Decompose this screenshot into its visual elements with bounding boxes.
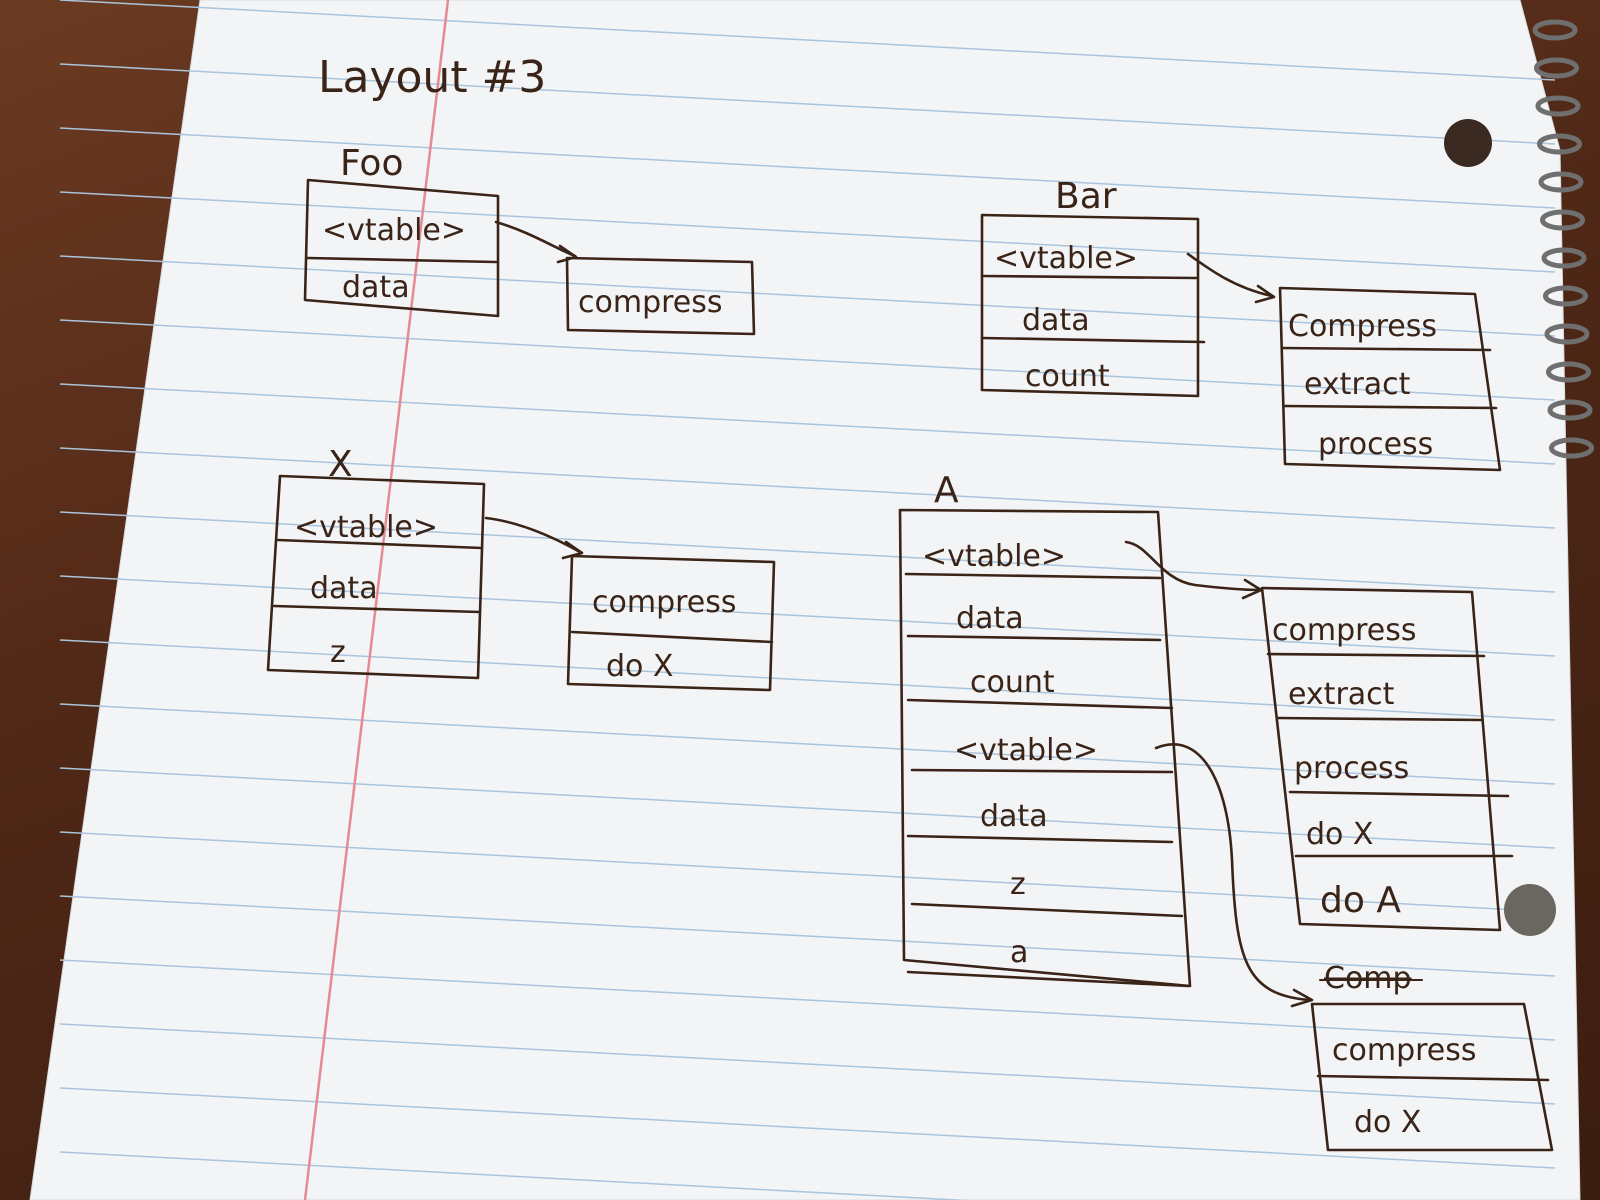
spiral-coil-icon	[1537, 133, 1582, 155]
struct-field: <vtable>	[922, 539, 1066, 574]
rule-line	[59, 0, 1556, 81]
struct-field: count	[1025, 359, 1110, 394]
spiral-coil-icon	[1543, 285, 1588, 307]
struct-label-bar: Bar	[1055, 176, 1117, 217]
struct-field: <vtable>	[994, 241, 1138, 276]
struct-field: data	[956, 601, 1024, 636]
struct-field: a	[1010, 935, 1028, 970]
struct-field: z	[1010, 867, 1026, 902]
spiral-coil-icon	[1541, 247, 1587, 269]
vtable-entry: compress	[592, 585, 737, 620]
vtable-box-a-primary	[1260, 586, 1514, 932]
crossed-out-label: Comp	[1324, 961, 1412, 996]
struct-field: <vtable>	[294, 510, 438, 545]
struct-box-a	[898, 508, 1192, 988]
struct-field: data	[1022, 303, 1090, 338]
spiral-coil-icon	[1540, 209, 1585, 231]
vtable-box-x	[566, 554, 776, 692]
spiral-coil-icon	[1544, 323, 1590, 345]
struct-label-foo: Foo	[340, 143, 403, 184]
struct-field: data	[342, 270, 410, 305]
spiral-coil-icon	[1547, 399, 1593, 421]
rule-line	[59, 255, 1556, 337]
spiral-coil-icon	[1535, 95, 1581, 117]
spiral-coil-icon	[1549, 437, 1594, 459]
vtable-pointer-arrow	[1154, 743, 1312, 1002]
spiral-coil-icon	[1538, 171, 1584, 193]
struct-box-x	[266, 474, 486, 680]
struct-box-foo	[303, 178, 500, 318]
vtable-entry: extract	[1304, 367, 1411, 402]
struct-field: <vtable>	[322, 213, 466, 248]
vtable-entry: do X	[606, 649, 674, 684]
rule-line	[59, 1087, 1556, 1169]
rule-line	[59, 703, 1556, 785]
struct-box-bar	[980, 213, 1206, 398]
vtable-entry: process	[1318, 427, 1433, 462]
punch-hole-icon	[1504, 884, 1556, 936]
vtable-pointer-arrow	[1186, 252, 1274, 298]
vtable-entry: do A	[1320, 880, 1401, 921]
struct-field: count	[970, 665, 1055, 700]
rule-line	[59, 383, 1556, 465]
spiral-coil-icon	[1546, 361, 1591, 383]
rule-line	[59, 447, 1556, 529]
vtable-entry: Compress	[1288, 309, 1437, 344]
rule-line	[59, 575, 1556, 657]
vtable-pointer-arrow	[484, 516, 582, 554]
vtable-box-bar	[1278, 286, 1502, 472]
punch-hole-icon	[1444, 119, 1492, 167]
page-title: Layout #3	[318, 52, 546, 103]
ruled-lines	[59, 0, 1556, 1200]
rule-line	[59, 639, 1556, 721]
rule-line	[59, 511, 1556, 593]
struct-field: data	[310, 571, 378, 606]
spiral-coil-icon	[1532, 19, 1578, 41]
rule-line	[59, 1023, 1556, 1105]
vtable-entry: compress	[578, 285, 723, 320]
rule-line	[59, 127, 1556, 209]
rule-line	[59, 191, 1556, 273]
rule-line	[59, 767, 1556, 849]
rule-line	[59, 319, 1556, 401]
spiral-coil-icon	[1534, 57, 1579, 79]
vtable-entry: do X	[1306, 817, 1374, 852]
rule-line	[59, 895, 1556, 977]
vtable-entry: compress	[1272, 613, 1417, 648]
struct-field: <vtable>	[954, 733, 1098, 768]
vtable-box-a-secondary	[1310, 1002, 1554, 1152]
margin-line	[303, 0, 450, 1200]
vtable-pointer-arrow	[1124, 540, 1262, 592]
rule-line	[59, 831, 1556, 913]
rule-line	[59, 959, 1556, 1041]
vtable-box-foo	[565, 256, 756, 336]
struct-label-a: A	[934, 470, 959, 511]
spiral-binding	[1532, 19, 1594, 459]
struct-field: data	[980, 799, 1048, 834]
rule-line	[59, 63, 1556, 145]
vtable-entry: do X	[1354, 1105, 1422, 1140]
vtable-entry: extract	[1288, 677, 1395, 712]
vtable-entry: process	[1294, 751, 1409, 786]
paper-sheet	[29, 0, 1581, 1200]
struct-field: z	[330, 635, 346, 670]
vtable-entry: compress	[1332, 1033, 1477, 1068]
